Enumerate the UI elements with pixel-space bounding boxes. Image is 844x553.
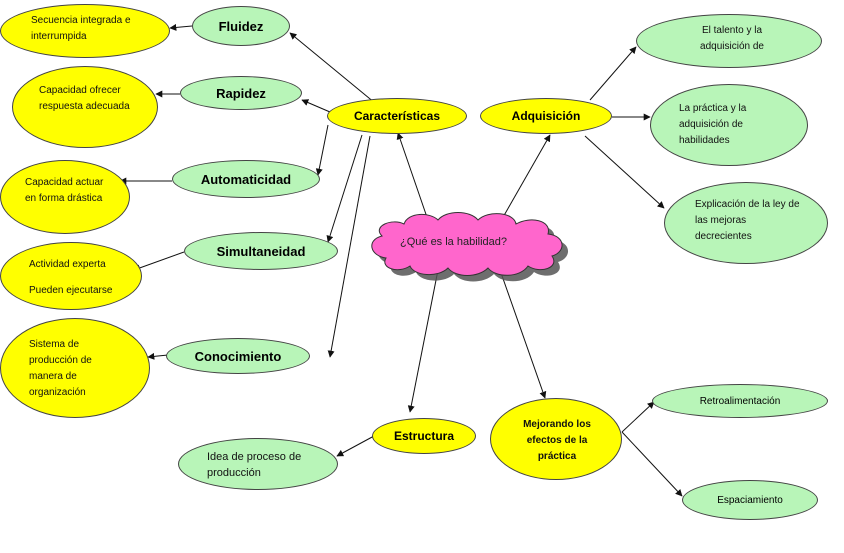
acquisition-node: Adquisición — [480, 98, 612, 134]
fluidez-detail-node: Secuencia integrada e interrumpida — [0, 4, 170, 58]
arrow-improving-retro — [621, 401, 655, 433]
conocimiento-detail-node: Sistema de producción de manera de organ… — [0, 318, 150, 418]
improving-retro-text: Retroalimentación — [699, 395, 781, 407]
arrow-char-simultaneidad — [326, 134, 363, 243]
arrow-structure-detail — [336, 435, 375, 457]
arrow-char-conocimiento — [327, 135, 371, 358]
arrow-center-structure — [407, 269, 439, 413]
automaticidad-detail-node: Capacidad actuar en forma drástica — [0, 160, 130, 234]
arrow-acq-explicacion — [584, 135, 665, 209]
simultaneidad-detail-node: Actividad experta Pueden ejecutarse — [0, 242, 142, 310]
simultaneidad-detail-text-2: Pueden ejecutarse — [29, 285, 113, 296]
structure-label: Estructura — [393, 429, 455, 443]
center-cloud-shape — [371, 212, 569, 282]
fluidez-node: Fluidez — [192, 6, 290, 46]
structure-node: Estructura — [372, 418, 476, 454]
acq-explicacion-text: Explicación de la ley de las mejoras dec… — [695, 199, 800, 242]
characteristics-node: Características — [327, 98, 467, 134]
acq-talento-node: El talento y la adquisición de — [636, 14, 822, 68]
characteristics-label: Características — [353, 109, 441, 123]
arrow-char-automaticidad — [315, 124, 329, 176]
arrow-fluidez-detail — [169, 23, 193, 31]
improving-retro-node: Retroalimentación — [652, 384, 828, 418]
acq-practica-text: La práctica y la adquisición de habilida… — [679, 103, 747, 146]
acq-talento-text: El talento y la adquisición de — [700, 25, 764, 52]
automaticidad-detail-text: Capacidad actuar en forma drástica — [25, 177, 104, 204]
arrow-conocimiento-detail — [147, 352, 169, 360]
rapidez-label: Rapidez — [216, 85, 266, 101]
fluidez-label: Fluidez — [218, 18, 264, 34]
acq-explicacion-node: Explicación de la ley de las mejoras dec… — [664, 182, 828, 264]
improving-espaciamiento-node: Espaciamiento — [682, 480, 818, 520]
improving-espaciamiento-text: Espaciamiento — [717, 494, 783, 506]
arrow-char-rapidez — [301, 99, 331, 113]
rapidez-detail-node: Capacidad ofrecer respuesta adecuada — [12, 66, 158, 148]
acq-practica-node: La práctica y la adquisición de habilida… — [650, 84, 808, 166]
acquisition-label: Adquisición — [511, 109, 581, 123]
arrow-improving-espaciamiento — [621, 431, 683, 497]
arrow-char-fluidez — [289, 32, 376, 104]
fluidez-detail-text: Secuencia integrada e interrumpida — [31, 15, 131, 42]
rapidez-detail-text: Capacidad ofrecer respuesta adecuada — [39, 85, 130, 112]
improving-label: Mejorando los efectos de la práctica — [523, 419, 591, 462]
simultaneidad-detail-text: Actividad experta — [29, 259, 106, 270]
arrow-center-characteristics — [396, 132, 431, 227]
arrow-acq-talento — [589, 46, 637, 101]
arrow-center-improving — [499, 269, 547, 399]
arrow-center-acquisition — [497, 134, 551, 227]
arrow-simultaneidad-detail — [133, 251, 185, 272]
automaticidad-node: Automaticidad — [172, 160, 320, 198]
simultaneidad-node: Simultaneidad — [184, 232, 338, 270]
rapidez-node: Rapidez — [180, 76, 302, 110]
conocimiento-detail-text: Sistema de producción de manera de organ… — [29, 339, 92, 398]
conocimiento-label: Conocimiento — [194, 348, 282, 364]
structure-detail-node: Idea de proceso de producción — [178, 438, 338, 490]
structure-detail-text: Idea de proceso de producción — [207, 451, 302, 479]
conocimiento-node: Conocimiento — [166, 338, 310, 374]
simultaneidad-label: Simultaneidad — [216, 243, 306, 259]
automaticidad-label: Automaticidad — [200, 171, 292, 187]
improving-node: Mejorando los efectos de la práctica — [490, 398, 622, 480]
center-label: ¿Qué es la habilidad? — [400, 236, 508, 248]
